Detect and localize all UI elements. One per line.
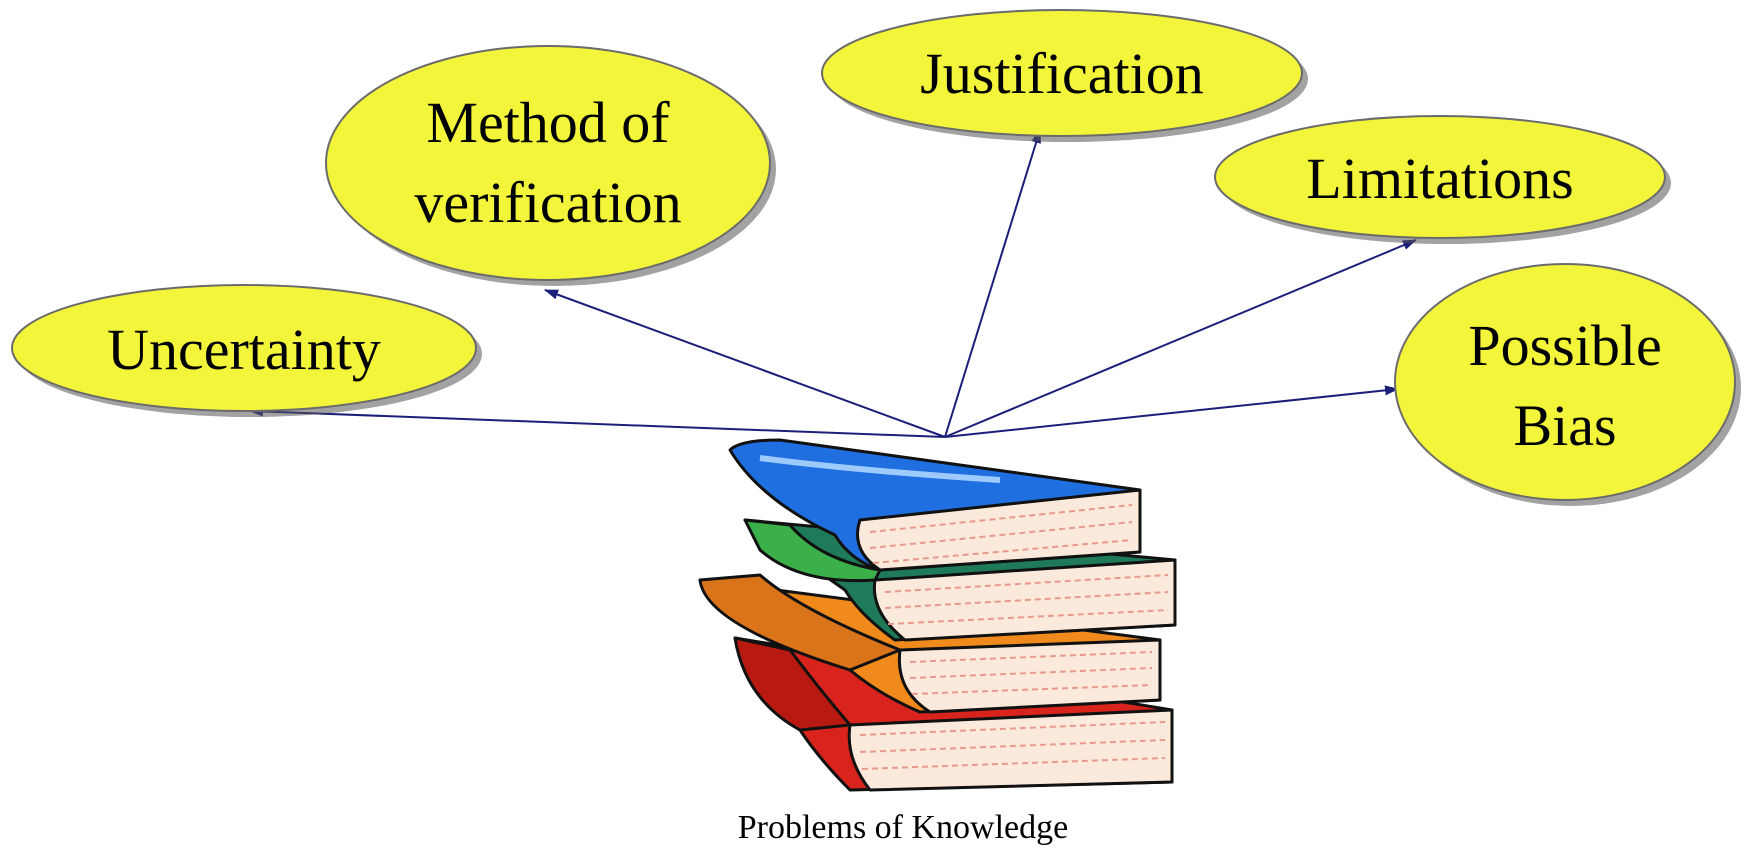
label-method-line2: verification xyxy=(414,170,681,235)
stack-of-books-icon xyxy=(698,438,1177,792)
label-limitations: Limitations xyxy=(1306,146,1573,211)
book-red xyxy=(733,636,1174,792)
arrows xyxy=(249,129,1417,438)
label-justification: Justification xyxy=(920,41,1204,106)
label-bias-line2: Bias xyxy=(1513,393,1616,458)
node-method-of-verification: Method of verification xyxy=(325,45,776,286)
bubble-limitations xyxy=(1214,115,1666,239)
node-uncertainty: Uncertainty xyxy=(11,284,482,417)
book-orange xyxy=(698,573,1162,714)
arrow-to-justification xyxy=(944,129,1041,438)
node-possible-bias: Possible Bias xyxy=(1394,263,1741,506)
label-bias-line1: Possible xyxy=(1468,313,1661,378)
label-uncertainty: Uncertainty xyxy=(107,317,381,382)
node-limitations: Limitations xyxy=(1214,115,1671,244)
bubble-uncertainty xyxy=(11,284,477,412)
label-method-line1: Method of xyxy=(426,90,670,155)
diagram-caption: Problems of Knowledge xyxy=(738,809,1069,846)
arrow-to-bias xyxy=(944,385,1399,438)
arrow-to-method xyxy=(544,289,946,438)
bubble-method-of-verification xyxy=(325,45,771,281)
arrow-to-limitations xyxy=(944,239,1417,438)
bubble-justification xyxy=(821,9,1303,137)
arrow-to-uncertainty xyxy=(249,406,946,438)
book-blue xyxy=(728,438,1142,572)
bubble-possible-bias xyxy=(1394,263,1736,501)
node-justification: Justification xyxy=(821,9,1308,142)
